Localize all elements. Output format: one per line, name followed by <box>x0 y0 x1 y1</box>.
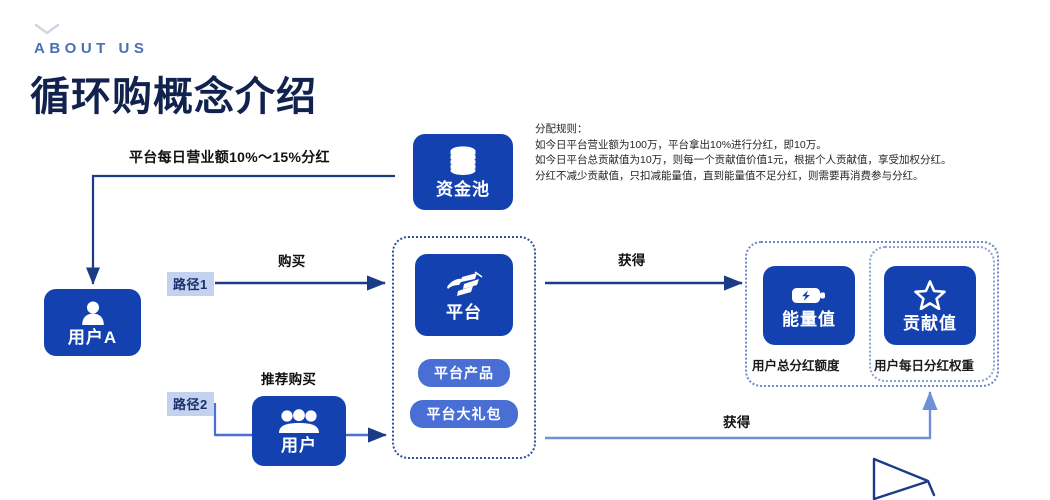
node-energy-value[interactable]: 能量值 <box>763 266 855 345</box>
rules-line: 分红不减少贡献值，只扣减能量值，直到能量值不足分红，则需要再消费参与分红。 <box>535 169 924 182</box>
badge-path-1: 路径1 <box>167 272 214 296</box>
edge-label-dividend: 平台每日营业额10%～15%分红 <box>129 149 330 165</box>
node-user-a[interactable]: 用户A <box>44 289 141 356</box>
chevron-down-icon <box>34 23 60 35</box>
edge-label-get-upper: 获得 <box>618 253 646 268</box>
node-label: 贡献值 <box>903 313 957 333</box>
badge-path-2: 路径2 <box>167 392 214 416</box>
battery-icon <box>790 284 828 306</box>
caption-energy: 用户总分红额度 <box>752 359 840 373</box>
node-users[interactable]: 用户 <box>252 396 346 466</box>
contribution-group-container <box>869 246 995 382</box>
coin-stack-icon <box>446 146 480 176</box>
page-title: 循环购概念介绍 <box>30 75 317 119</box>
distribution-rules: 分配规则： 如今日平台营业额为100万，平台拿出10%进行分红，即10万。 如今… <box>535 122 1005 184</box>
platform-group-container <box>392 236 536 459</box>
play-triangle-outline-icon <box>872 457 936 500</box>
node-platform[interactable]: 平台 <box>415 254 513 336</box>
edge-label-get-lower: 获得 <box>723 415 751 430</box>
star-icon <box>914 279 946 310</box>
page-kicker: ABOUT US <box>34 40 149 57</box>
person-icon <box>80 300 106 326</box>
rules-heading: 分配规则： <box>535 123 588 135</box>
people-group-icon <box>277 408 321 435</box>
caption-contribution: 用户每日分红权重 <box>874 359 975 373</box>
rules-line: 如今日平台营业额为100万，平台拿出10%进行分红，即10万。 <box>535 138 827 151</box>
platform-icon <box>444 270 484 300</box>
node-label: 用户 <box>281 435 317 455</box>
node-contribution-value[interactable]: 贡献值 <box>884 266 976 345</box>
rules-line: 如今日平台总贡献值为10万，则每一个贡献值价值1元，根据个人贡献值，享受加权分红… <box>535 154 952 166</box>
node-label: 资金池 <box>436 180 490 199</box>
pill-platform-product[interactable]: 平台产品 <box>418 359 510 387</box>
edge-label-recommend: 推荐购买 <box>261 372 317 387</box>
edge-label-buy: 购买 <box>278 254 306 269</box>
node-label: 能量值 <box>782 309 836 329</box>
node-fund-pool[interactable]: 资金池 <box>413 134 513 210</box>
node-label: 平台 <box>446 302 482 322</box>
edge-fundpool-to-usera <box>85 174 395 285</box>
node-label: 用户A <box>67 327 118 347</box>
outcomes-group-container <box>745 241 999 387</box>
pill-platform-gift-pack[interactable]: 平台大礼包 <box>410 400 518 428</box>
